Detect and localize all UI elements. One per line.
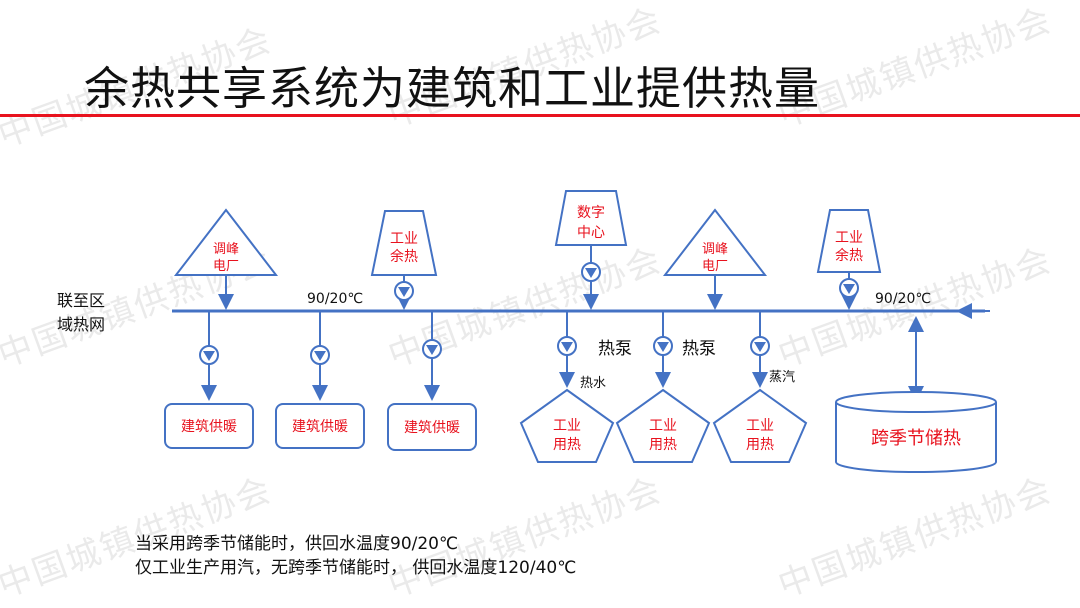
footnotes: 当采用跨季节储能时，供回水温度90/20℃ 仅工业生产用汽，无跨季节储能时， 供…: [135, 532, 576, 580]
industrial-heat-pentagon-1: [519, 388, 615, 463]
footnote-line-2: 仅工业生产用汽，无跨季节储能时， 供回水温度120/40℃: [135, 558, 577, 578]
title-underline: [0, 114, 1080, 117]
pump-icon: [203, 351, 215, 361]
hot-water-label: 热水: [580, 376, 606, 391]
building-heating-label-3: 建筑供暖: [404, 420, 460, 436]
heat-pump-icon: [561, 342, 573, 352]
building-heating-box-3: [387, 403, 477, 451]
source-5-label-line1: 工业: [835, 230, 863, 246]
seasonal-storage-tank: [835, 402, 997, 473]
industrial-heat-1-line1: 工业: [553, 418, 581, 434]
industrial-heat-3-line1: 工业: [746, 418, 774, 434]
data-center-trapezoid: [554, 190, 628, 246]
building-heating-label-2: 建筑供暖: [292, 419, 348, 435]
source-3-label-line1: 数字: [577, 205, 605, 221]
heat-pump-label-2: 热泵: [682, 339, 716, 359]
source-4-label-line1: 调峰: [702, 242, 728, 257]
temperature-label-left: 90/20℃: [307, 291, 363, 307]
pump-icon: [426, 345, 438, 355]
heat-pump-label-1: 热泵: [598, 339, 632, 359]
seasonal-storage-label: 跨季节储热: [871, 428, 961, 449]
steam-label: 蒸汽: [769, 370, 795, 385]
network-label-line2: 域热网: [57, 315, 105, 334]
temperature-label-right: 90/20℃: [875, 291, 931, 307]
pump-icon: [585, 268, 597, 278]
seasonal-storage-tank-top: [835, 391, 997, 413]
industrial-heat-pentagon-3: [712, 388, 808, 463]
source-3-label-line2: 中心: [577, 225, 605, 241]
source-1-label-line2: 电厂: [213, 259, 239, 274]
source-2-label-line1: 工业: [390, 231, 418, 247]
source-1-label-line1: 调峰: [213, 242, 239, 257]
industrial-heat-2-line2: 用热: [649, 437, 677, 453]
page-title: 余热共享系统为建筑和工业提供热量: [84, 62, 821, 115]
source-2-label-line2: 余热: [390, 248, 418, 265]
building-heating-label-1: 建筑供暖: [181, 419, 237, 435]
source-4-label-line2: 电厂: [702, 259, 728, 274]
building-heating-box-2: [275, 403, 365, 449]
network-label-line1: 联至区: [57, 291, 105, 310]
pump-icon: [754, 342, 766, 352]
industrial-heat-pentagon-2: [615, 388, 711, 463]
source-5-label-line2: 余热: [835, 247, 863, 264]
pump-icon: [843, 284, 855, 294]
footnote-line-1: 当采用跨季节储能时，供回水温度90/20℃: [135, 534, 459, 554]
building-heating-box-1: [164, 403, 254, 449]
industrial-waste-heat-trapezoid: [370, 210, 438, 276]
pump-icon: [398, 287, 410, 297]
heat-pump-icon: [657, 342, 669, 352]
pump-icon: [314, 351, 326, 361]
industrial-heat-2-line1: 工业: [649, 418, 677, 434]
industrial-heat-1-line2: 用热: [553, 437, 581, 453]
industrial-heat-3-line2: 用热: [746, 437, 774, 453]
industrial-waste-heat-trapezoid: [816, 209, 882, 273]
